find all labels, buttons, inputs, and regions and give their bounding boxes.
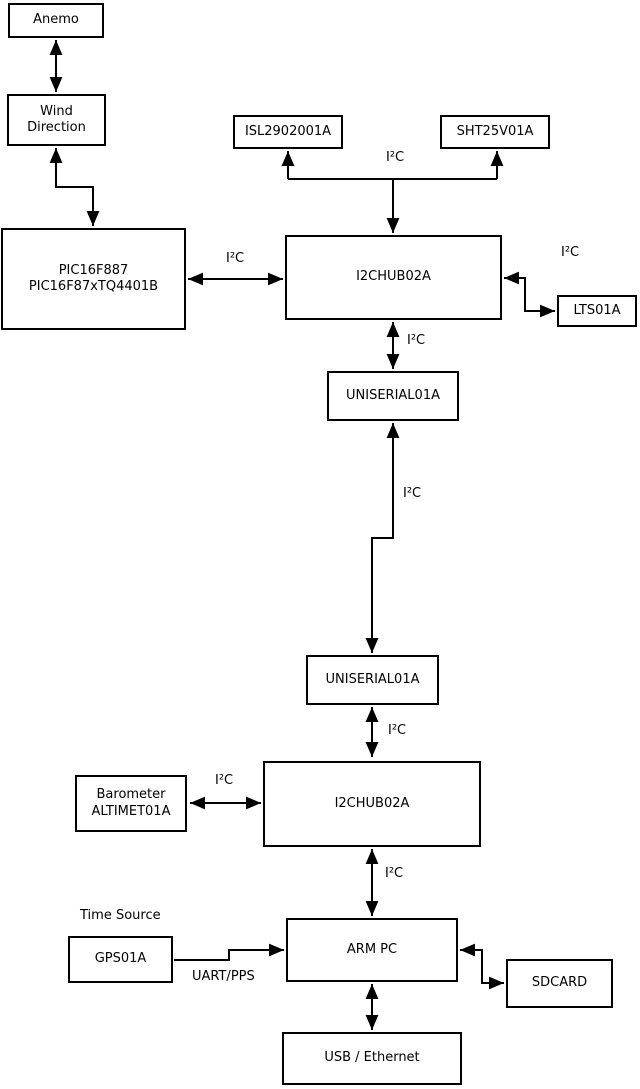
edge-wind-pic — [49, 148, 100, 226]
label-i2c-uniserial-link: I²C — [403, 486, 422, 501]
edge-armpc-sdcard — [460, 943, 504, 990]
node-barometer: Barometer ALTIMET01A — [75, 775, 187, 832]
label-i2c-hub2-arm: I²C — [385, 866, 404, 881]
label-i2c-barometer: I²C — [215, 773, 234, 788]
node-gps01a: GPS01A — [68, 936, 173, 983]
node-uniserial-top: UNISERIAL01A — [327, 371, 459, 421]
label-i2c-hub-uniserial: I²C — [407, 333, 426, 348]
edge-uniserial-link — [365, 423, 400, 653]
label-time-source: Time Source — [80, 908, 161, 923]
node-i2chub-bottom: I2CHUB02A — [263, 761, 481, 847]
node-uniserial-bottom: UNISERIAL01A — [306, 655, 439, 705]
node-pic-microcontroller: PIC16F887 PIC16F87xTQ4401B — [1, 228, 186, 330]
node-sdcard: SDCARD — [506, 959, 613, 1008]
label-i2c-sensor-bus: I²C — [386, 150, 405, 165]
node-arm-pc: ARM PC — [286, 918, 458, 982]
node-sht25v01a: SHT25V01A — [440, 115, 550, 149]
node-i2chub-top: I2CHUB02A — [285, 235, 502, 320]
label-i2c-uniserial-hub2: I²C — [388, 723, 407, 738]
edge-i2chub-lts — [504, 271, 555, 318]
edge-gps-armpc — [174, 943, 284, 961]
node-usb-ethernet: USB / Ethernet — [282, 1032, 462, 1085]
label-i2c-pic-hub: I²C — [226, 251, 245, 266]
node-wind-direction: Wind Direction — [7, 94, 106, 146]
node-isl2902001a: ISL2902001A — [233, 115, 343, 149]
node-anemo: Anemo — [8, 3, 104, 38]
node-lts01a: LTS01A — [557, 295, 637, 327]
label-i2c-lts: I²C — [561, 245, 580, 260]
label-uart-pps: UART/PPS — [192, 969, 255, 984]
